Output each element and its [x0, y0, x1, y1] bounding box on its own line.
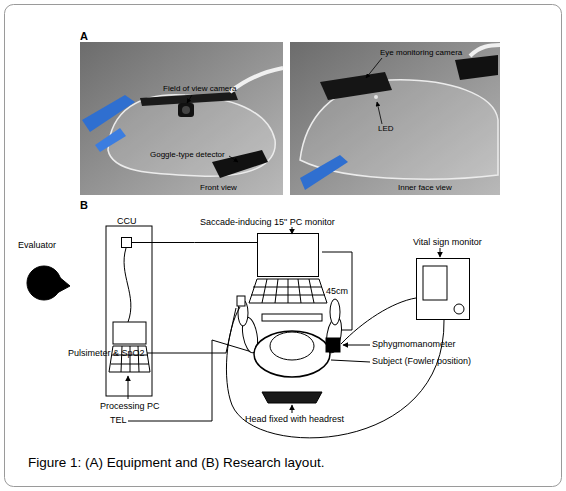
camera-cable	[230, 68, 283, 92]
leader-line	[331, 360, 370, 362]
chin-rest-bar	[262, 314, 322, 321]
goggle-arm	[95, 128, 126, 152]
distance-bracket	[322, 252, 352, 330]
monitor-keyboard	[249, 279, 327, 303]
leader-line	[343, 345, 370, 346]
node-heading: Saccade-inducing 15" PC monitor	[200, 217, 335, 227]
figure-caption: Figure 1: (A) Equipment and (B) Research…	[28, 455, 324, 471]
subject-forearm	[330, 299, 340, 325]
leader-line	[377, 102, 382, 124]
part-label: Pulsimeter & SpO2	[68, 348, 145, 358]
part-label: Field of view camera	[163, 84, 236, 93]
leader-line	[187, 95, 192, 103]
research-layout	[27, 226, 464, 438]
keyboard-grid	[251, 279, 325, 303]
part-label: Head fixed with headrest	[245, 414, 344, 424]
photo-background	[290, 42, 500, 195]
dimension-label: 45cm	[326, 286, 348, 296]
subject-head	[270, 332, 314, 360]
evaluator-head	[27, 266, 61, 300]
leader-line	[440, 248, 441, 257]
person-label: Evaluator	[18, 240, 56, 250]
monitor-screen: Saccade-inducing 15" PC monitor	[257, 233, 319, 277]
goggle-arm	[300, 155, 348, 190]
signal-label: TEL	[110, 415, 127, 425]
figure-border	[5, 5, 562, 487]
laptop-screen	[113, 322, 146, 344]
headrest	[262, 392, 322, 403]
photo-background	[80, 42, 283, 195]
inner-face-photo	[290, 42, 500, 195]
vital-monitor-knob	[454, 304, 464, 314]
equipment-rack	[106, 226, 152, 396]
part-label: Eye monitoring camera	[380, 48, 462, 57]
leader-line	[366, 58, 382, 78]
pulse-cable	[226, 307, 444, 438]
panel-letter: A	[80, 30, 88, 43]
sphygmomanometer-cuff	[326, 338, 340, 352]
camera-lens	[182, 106, 190, 114]
connector-wire	[132, 242, 257, 243]
eye-camera-bar	[320, 72, 392, 100]
vital-monitor-box: Vital sign monitor	[416, 258, 470, 320]
person-label: Subject (Fowler position)	[372, 356, 471, 366]
ccu-box: CCU	[121, 237, 132, 248]
node-heading: CCU	[117, 216, 137, 226]
goggle-arm	[82, 95, 135, 132]
leader-line	[229, 156, 238, 162]
ccu-cable	[124, 248, 131, 322]
panel-letter: B	[80, 199, 88, 212]
part-label: Goggle-type detector	[150, 150, 225, 159]
pulsimeter-clip	[237, 296, 245, 306]
leader-line	[147, 308, 236, 353]
camera-body	[178, 103, 194, 117]
view-label: Inner face view	[398, 183, 452, 192]
leader-line	[292, 405, 293, 413]
leader-line	[128, 376, 129, 399]
view-label: Front view	[200, 183, 237, 192]
part-label: LED	[378, 124, 394, 133]
part-label: Processing PC	[100, 401, 160, 411]
node-heading: Vital sign monitor	[413, 237, 482, 247]
camera-housing	[455, 55, 498, 80]
evaluator-nose	[57, 276, 70, 293]
vital-monitor-screen	[423, 266, 447, 300]
part-label: Sphygmomanometer	[372, 339, 456, 349]
front-view-photo	[80, 42, 283, 195]
led-dot	[374, 95, 378, 99]
camera-cable	[470, 45, 500, 56]
subject-body	[254, 331, 330, 377]
cuff-cable	[341, 298, 416, 344]
